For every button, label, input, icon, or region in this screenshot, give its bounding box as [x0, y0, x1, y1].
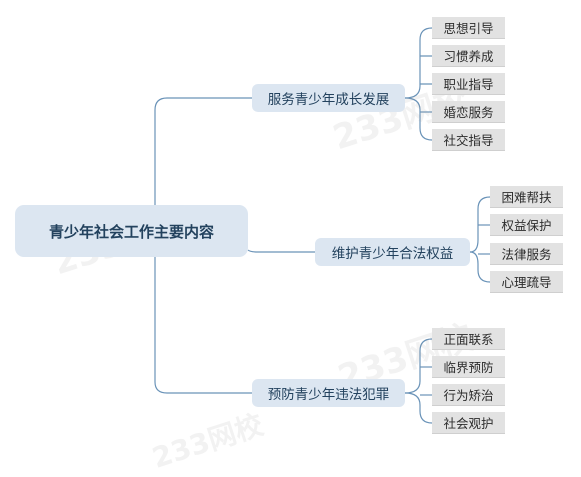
leaf-node[interactable]: 思想引导 — [432, 17, 505, 39]
connector-b3 — [404, 392, 433, 424]
leaf-node[interactable]: 临界预防 — [432, 356, 505, 378]
connector-b1 — [404, 27, 433, 99]
connector-root-branch-1 — [154, 97, 252, 205]
leaf-node[interactable]: 困难帮扶 — [490, 186, 563, 208]
connector-b1 — [420, 55, 432, 85]
connector-root-branch-2 — [247, 249, 315, 253]
leaf-node[interactable]: 习惯养成 — [432, 45, 505, 67]
connector-b1 — [404, 97, 433, 141]
branch-node-growth[interactable]: 服务青少年成长发展 — [252, 84, 405, 112]
branch-node-prevention[interactable]: 预防青少年违法犯罪 — [252, 379, 405, 407]
leaf-node[interactable]: 权益保护 — [490, 214, 563, 236]
leaf-node[interactable]: 职业指导 — [432, 73, 505, 95]
leaf-node[interactable]: 社交指导 — [432, 129, 505, 151]
connector-b2 — [469, 251, 491, 283]
leaf-node[interactable]: 心理疏导 — [490, 271, 563, 293]
leaf-node[interactable]: 社会观护 — [432, 412, 505, 434]
root-node[interactable]: 青少年社会工作主要内容 — [15, 205, 248, 257]
connector-lines — [154, 27, 491, 424]
branch-node-rights[interactable]: 维护青少年合法权益 — [315, 238, 470, 266]
leaf-node[interactable]: 正面联系 — [432, 328, 505, 350]
leaf-node[interactable]: 行为矫治 — [432, 384, 505, 406]
leaf-node[interactable]: 法律服务 — [490, 243, 563, 265]
connector-b3 — [404, 338, 433, 394]
leaf-node[interactable]: 婚恋服务 — [432, 101, 505, 123]
mind-map: 233网校 233网校 233网校 233网校 青少年社会工作主要内容 服务青少… — [15, 17, 563, 475]
connector-root-branch-3 — [154, 257, 252, 394]
